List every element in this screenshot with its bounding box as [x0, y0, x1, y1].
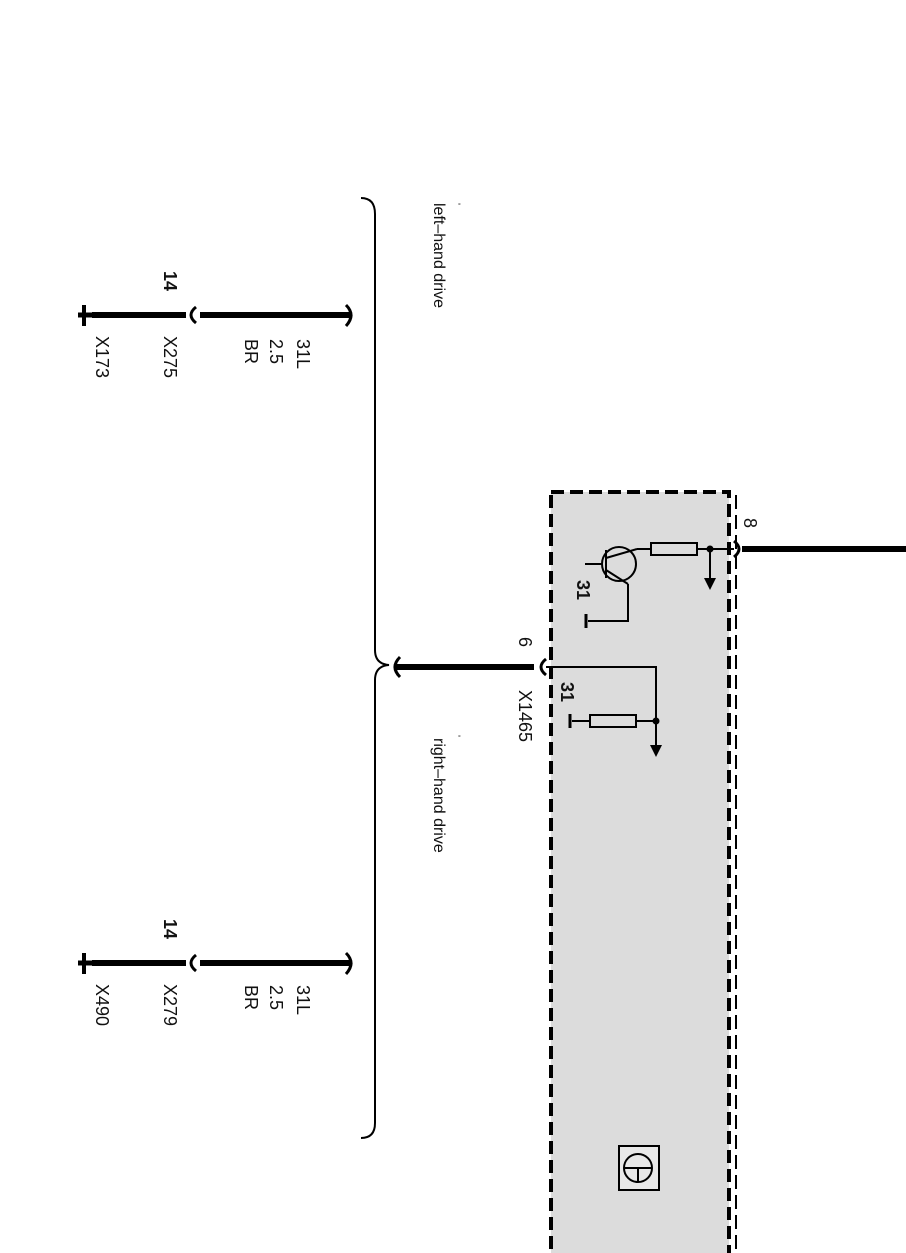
- lhd-wire-size: 2.5: [266, 339, 286, 364]
- resistor-circuit: [546, 666, 662, 757]
- module-pin-8-number: 8: [740, 518, 760, 528]
- diode-arrow: [704, 578, 716, 590]
- right-hand-drive-label: right–hand drive: [430, 738, 447, 853]
- module-output-wire: 8: [733, 518, 906, 559]
- module-ground-wire: 6 X1465: [393, 637, 547, 742]
- left-hand-drive-label: left–hand drive: [430, 203, 447, 308]
- module-box: [549, 490, 731, 1253]
- lhd-wire-code: 31L: [293, 339, 313, 369]
- diode-b-arrow: [650, 745, 662, 757]
- rhd-wire-size: 2.5: [266, 985, 286, 1010]
- headlight-beam-icon: [618, 1145, 660, 1191]
- module-pin-6-socket: [539, 657, 547, 677]
- rhd-wire-code: 31L: [293, 985, 313, 1015]
- right-hand-drive-mark: °: [458, 734, 461, 742]
- lhd-ground-wire: 14 31L 2.5 BR X275 X173: [78, 271, 353, 378]
- lhd-connector-id: X275: [160, 336, 180, 378]
- transistor-ground-trace: [588, 584, 629, 622]
- rhd-ground-wire: 14 31L 2.5 BR X279 X490: [78, 919, 353, 1026]
- transistor-collector: [605, 548, 638, 559]
- lhd-brace-end-hook: [344, 303, 353, 328]
- module-pin-8-socket: [733, 539, 741, 559]
- transistor-circuit: [584, 542, 734, 628]
- rhd-ground-id: X490: [92, 984, 112, 1026]
- lhd-connector-socket: [189, 305, 197, 325]
- module-wire-6-hook: [393, 655, 402, 679]
- transistor-emitter: [605, 569, 629, 585]
- harness-brace: [360, 197, 390, 1139]
- lhd-wire-color: BR: [241, 339, 261, 364]
- module-connector-id: X1465: [515, 690, 535, 742]
- ground-a-label: 31: [573, 580, 593, 600]
- module-pin-6-number: 6: [515, 637, 535, 647]
- control-module: [549, 490, 737, 1253]
- rhd-connector-id: X279: [160, 984, 180, 1026]
- rhd-wire-color: BR: [241, 985, 261, 1010]
- lhd-pin-number: 14: [160, 271, 180, 291]
- rhd-connector-socket: [189, 953, 197, 973]
- rhd-brace-end-hook: [344, 951, 353, 976]
- rhd-pin-number: 14: [160, 919, 180, 939]
- ground-b-label: 31: [557, 682, 577, 702]
- lhd-ground-id: X173: [92, 336, 112, 378]
- left-hand-drive-mark: °: [458, 202, 461, 210]
